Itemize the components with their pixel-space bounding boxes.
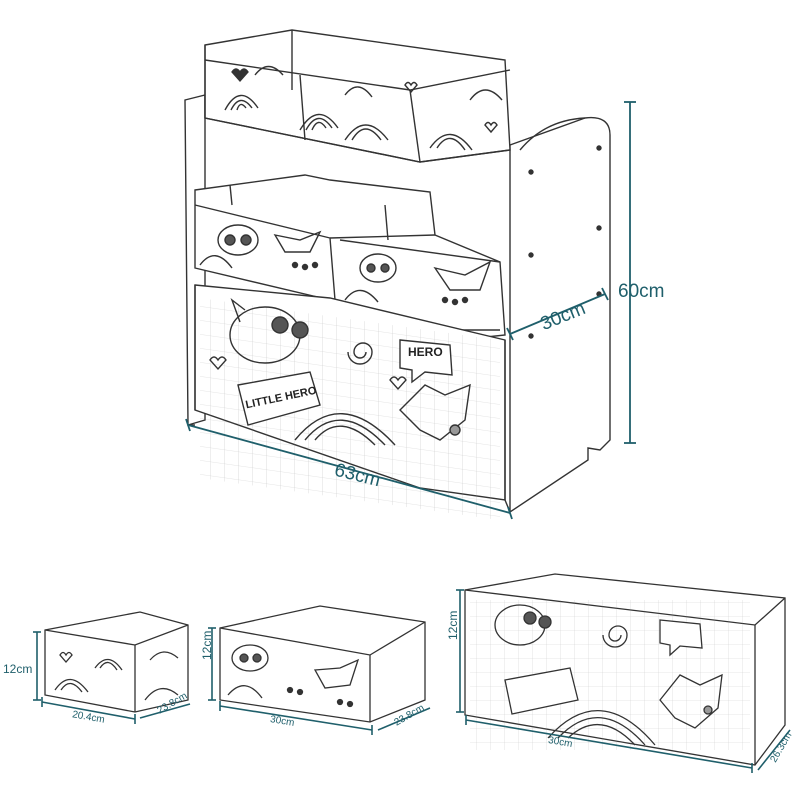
small-bin-dimension-lines [33,631,191,724]
toy-storage-rack [184,29,611,521]
small-bin-height-label: 12cm [3,662,33,676]
medium-bin-height-label: 12cm [200,630,214,660]
rack-side-panel [509,116,611,514]
top-row-bins [204,29,511,163]
large-bin-illustration [464,573,786,766]
hero-bubble [399,339,453,384]
large-bin-dimension-lines [456,589,791,773]
small-bin-illustration [44,611,189,713]
rack-dimension-lines [185,101,636,520]
medium-bin-dimension-lines [208,627,431,735]
large-bin-little-hero-banner [504,667,579,715]
rack-height-label: 60cm [618,281,665,302]
hero-text: HERO [408,345,443,359]
little-hero-banner [237,371,321,426]
large-bin-hero-bubble [659,619,703,657]
large-bin-height-label: 12cm [446,610,460,640]
medium-bin-illustration [219,605,426,723]
bottom-large-bin [194,284,506,521]
